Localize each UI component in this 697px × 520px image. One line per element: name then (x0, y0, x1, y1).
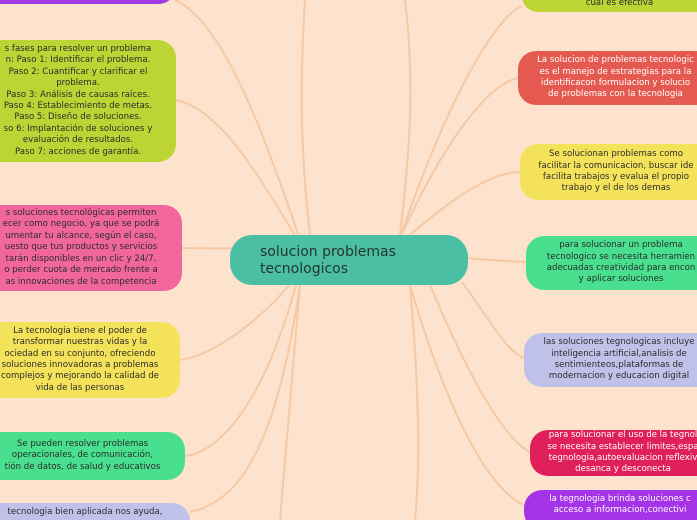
left-node-poder-tecnologia[interactable]: La tecnologia tiene el poder de transfor… (0, 322, 180, 398)
connector-left-4 (184, 284, 297, 457)
connector-left-0 (174, 0, 301, 241)
connector-right-0 (399, 5, 523, 239)
right-node-manejo-estrategias[interactable]: La solucion de problemas tecnologic es e… (518, 51, 697, 105)
connector-minor-2 (409, 284, 420, 520)
connector-left-1 (175, 99, 299, 241)
connector-left-5 (189, 284, 301, 513)
right-node-inteligencia-artificial[interactable]: las soluciones tegnologicas incluye inte… (524, 333, 697, 387)
right-node-comunicacion[interactable]: Se solucionan problemas como facilitar l… (520, 144, 697, 200)
connector-minor-3 (300, 0, 311, 236)
central-topic[interactable]: solucion problemas tecnologicos (230, 235, 468, 285)
right-node-efectiva[interactable]: cual es efectiva (522, 0, 697, 12)
left-node-fases[interactable]: s fases para resolver un problema n: Pas… (0, 40, 176, 162)
right-node-limites[interactable]: para solucionar el uso de la tegnol se n… (530, 430, 697, 476)
connector-right-3 (465, 257, 527, 263)
connector-left-3 (179, 281, 293, 361)
connector-minor-4 (399, 0, 412, 236)
left-node-soluciones-negocio[interactable]: s soluciones tecnológicas permiten ecer … (0, 205, 182, 291)
connector-right-5 (429, 284, 531, 453)
left-node-bien-aplicada[interactable]: tecnologia bien aplicada nos ayuda, (0, 503, 190, 520)
connector-right-4 (461, 281, 525, 359)
connector-right-6 (409, 284, 525, 506)
left-node-top-fragment[interactable] (0, 0, 175, 4)
connector-minor-1 (279, 284, 301, 520)
right-node-acceso-informacion[interactable]: la tegnologia brinda soluciones c acceso… (524, 490, 697, 520)
left-node-resolver-problemas[interactable]: Se pueden resolver problemas operacional… (0, 432, 185, 480)
right-node-herramientas[interactable]: para solucionar un problema tecnologico … (526, 236, 697, 290)
connector-right-2 (403, 171, 521, 241)
connector-right-1 (399, 77, 519, 239)
